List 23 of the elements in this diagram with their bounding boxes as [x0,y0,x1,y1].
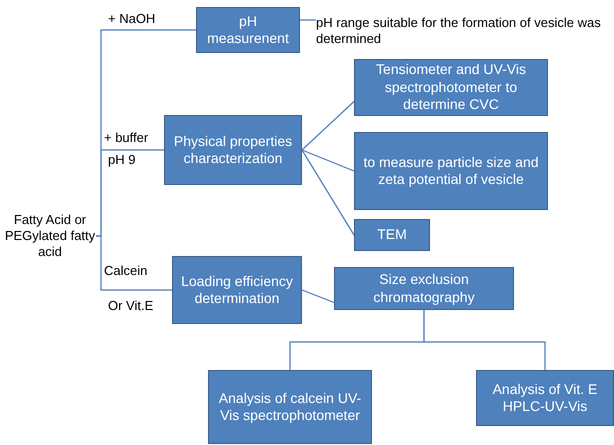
connector-line [423,310,546,370]
process-box: Analysis of Vit. E HPLC-UV-Vis [476,370,614,426]
connector-line [300,19,316,21]
process-box: Physical properties characterization [164,115,302,185]
process-box: pH measurenent [196,7,300,53]
node-text: pH range suitable for the formation of vesicle was determined [316,14,602,48]
process-box: Tensiometer and UV-Vis spectrophotometer to determine CVC [354,59,548,116]
branch-label: Calcein [104,263,148,278]
connector-line [302,149,354,172]
process-box: Analysis of calcein UV-Vis spectrophotometer [208,370,372,444]
process-box: Size exclusion chromatography [334,267,514,310]
connector-line [301,150,355,236]
connector-line [96,235,172,291]
connector-line [302,101,354,150]
process-box: to measure particle size and zeta potential of vesicle [354,132,548,210]
branch-label: + NaOH [108,11,156,26]
branch-label: pH 9 [108,152,136,167]
process-box: Loading efficiency determination [172,256,302,324]
branch-label: Or Vit.E [108,298,154,313]
branch-label: + buffer [104,130,148,145]
connector-line [302,289,334,304]
process-box: TEM [354,219,430,251]
node-text: Fatty Acid or PEGylated fatty acid [4,212,96,260]
